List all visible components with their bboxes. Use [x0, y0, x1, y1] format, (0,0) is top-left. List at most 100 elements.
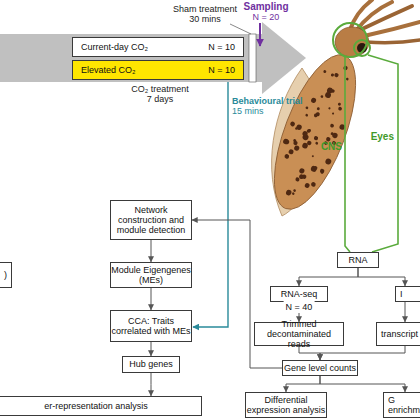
- annotation-label: Sampling: [243, 2, 288, 12]
- squid-spot: [310, 97, 317, 104]
- annotation-label: Behavioural trial: [232, 97, 303, 106]
- sample-size: N = 10: [208, 65, 235, 75]
- sham-slice: [249, 34, 256, 82]
- node-text: Trimmed decontaminated reads: [255, 319, 343, 349]
- node-text: transcript: [381, 329, 418, 339]
- flow-arrow: [151, 373, 152, 396]
- squid-spot: [326, 87, 333, 94]
- squid-spot: [330, 73, 334, 77]
- node-text: Gene level counts: [284, 363, 356, 373]
- squid-spot: [305, 114, 308, 117]
- squid-spot: [323, 70, 327, 74]
- node-text: Hub genes: [129, 359, 173, 369]
- squid-spot: [310, 165, 318, 173]
- process-box: Network construction and module detectio…: [110, 200, 192, 240]
- squid-spot: [338, 106, 343, 111]
- squid-spot: [293, 140, 298, 145]
- annotation-label: N = 20: [253, 13, 280, 22]
- squid-spot: [313, 165, 318, 170]
- eye-highlight: [354, 40, 370, 56]
- squid-spot: [285, 189, 292, 196]
- process-box: Differential expression analysis: [245, 392, 327, 418]
- sampling-arrow: [259, 23, 261, 46]
- squid-spot: [292, 192, 295, 195]
- node-text: Module Eigengenes (MEs): [111, 265, 191, 285]
- process-box: CCA: Traits correlated with MEs: [110, 310, 192, 342]
- process-box: Gene level counts: [282, 360, 358, 376]
- squid-spot: [337, 102, 341, 106]
- flow-arrow: [286, 376, 320, 392]
- squid-spot: [299, 168, 306, 175]
- squid-spot: [293, 189, 296, 192]
- node-text: Differential expression analysis: [246, 395, 326, 415]
- squid-spot: [319, 168, 325, 174]
- process-box: RNA: [337, 252, 379, 268]
- treatment-box: Current-day CO₂ N = 10: [72, 37, 244, 57]
- annotation-label: CNS: [321, 142, 342, 152]
- squid-mantle-group: [258, 45, 373, 220]
- flow-arrow: [358, 268, 405, 286]
- process-box: er-representation analysis: [0, 396, 202, 416]
- squid-spot: [306, 129, 310, 133]
- annotation-label: Eyes: [371, 132, 394, 142]
- eyes-line: [368, 55, 398, 252]
- flow-arrow: [320, 346, 405, 360]
- cns-line: [345, 57, 350, 252]
- squid-spot: [310, 181, 316, 187]
- annotation-label: CO₂ treatment: [131, 85, 189, 94]
- sham-leader: [230, 24, 251, 34]
- squid-spot: [313, 113, 318, 118]
- flow-arrow: [151, 288, 152, 310]
- squid-spot: [334, 72, 339, 77]
- squid-spot: [325, 158, 333, 166]
- squid-arm: [366, 40, 420, 43]
- flow-arrow: [320, 376, 405, 392]
- squid-spot: [316, 107, 320, 111]
- flow-arrow: [151, 240, 152, 262]
- squid-spot: [320, 95, 323, 98]
- annotation-label: 30 mins: [189, 15, 221, 24]
- node-text: ): [4, 270, 7, 280]
- squid-spot: [332, 112, 335, 115]
- process-box: Hub genes: [122, 356, 180, 373]
- squid-spot: [306, 140, 312, 146]
- squid-spot: [330, 123, 335, 128]
- node-text: CCA: Traits correlated with MEs: [111, 316, 191, 336]
- squid-mantle: [258, 45, 373, 220]
- flow-arrow: [151, 342, 152, 356]
- node-text: RNA: [348, 255, 367, 265]
- process-box: G enrichm: [383, 392, 420, 418]
- annotation-label: 15 mins: [232, 107, 264, 116]
- node-text: I: [400, 289, 403, 299]
- node-text: Network construction and module detectio…: [111, 205, 191, 235]
- squid-spot: [298, 174, 304, 180]
- squid-spot: [295, 177, 300, 182]
- sample-size: N = 10: [208, 42, 235, 52]
- timeline-bar: [0, 34, 262, 82]
- squid-spots: [266, 55, 366, 206]
- behaviour-line: [193, 82, 228, 327]
- node-text: Current-day CO₂: [81, 42, 148, 52]
- node-text: er-representation analysis: [44, 401, 148, 411]
- squid-spot: [313, 136, 318, 141]
- node-text: Elevated CO₂: [81, 65, 136, 75]
- squid-spot: [320, 170, 324, 174]
- process-box: ): [0, 262, 12, 288]
- annotation-label: 7 days: [147, 95, 174, 104]
- squid-spot: [290, 121, 296, 127]
- squid-spot: [305, 106, 308, 109]
- treatment-box: Elevated CO₂ N = 10: [72, 60, 244, 80]
- squid-spot: [346, 77, 349, 80]
- process-box: I: [395, 286, 420, 302]
- process-box: Module Eigengenes (MEs): [110, 262, 192, 288]
- sample-size: N = 40: [284, 301, 315, 313]
- squid-spot: [293, 145, 300, 152]
- squid-spot: [288, 149, 294, 155]
- process-box: transcript: [376, 322, 420, 346]
- squid-spot: [312, 155, 315, 158]
- squid-illustration: [258, 0, 420, 219]
- squid-spot: [304, 182, 310, 188]
- squid-spot: [284, 153, 290, 159]
